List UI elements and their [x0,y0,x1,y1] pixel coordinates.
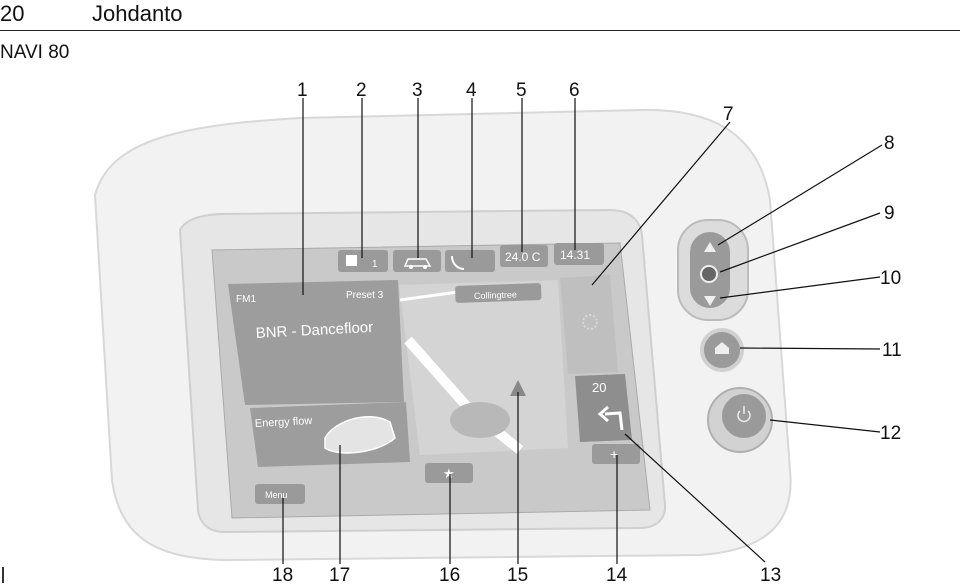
phone-icon [451,255,465,270]
callout-11: 11 [882,340,902,361]
energy-flow-tile[interactable]: Energy flow [250,402,410,467]
callout-17: 17 [329,565,350,586]
callout-8: 8 [884,133,895,154]
position-arrow-icon [510,380,526,396]
plus-label: + [610,446,618,462]
callout-18: 18 [272,565,293,586]
callout-5: 5 [516,80,527,101]
route-side-panel[interactable] [560,275,618,374]
callout-10: 10 [880,268,901,289]
center-select-button[interactable] [700,265,718,283]
callout-13: 13 [760,565,781,586]
vehicle-status-button[interactable] [393,250,441,272]
media-icon [346,255,357,266]
up-arrow-icon[interactable] [704,242,716,252]
callout-3: 3 [412,80,423,101]
page-number: 20 [0,1,25,26]
callout-4: 4 [466,80,477,101]
callout-1: 1 [297,80,308,101]
zoom-plus-button[interactable]: + [592,444,640,464]
callout-9: 9 [884,203,895,224]
chapter-title: Johdanto [92,1,183,26]
power-icon [737,406,751,423]
callout-6: 6 [569,80,580,101]
star-icon: ★ [443,466,455,481]
car-icon [403,258,432,267]
header-rule [0,30,960,31]
clock-value: 14.31 [560,248,590,262]
media-status-button[interactable]: 1 [338,250,388,272]
guidance-panel[interactable]: 20 [575,374,632,442]
callout-12: 12 [880,423,901,444]
temperature-button[interactable]: 24.0 C [500,245,548,267]
loading-icon [582,314,598,330]
callout-leaders [282,98,883,564]
map-view[interactable]: Collingtree [399,280,568,455]
favourites-button[interactable]: ★ [425,463,473,483]
margin-mark [2,567,4,583]
radio-preset: Preset 3 [346,290,384,301]
callout-7: 7 [723,104,734,125]
turn-left-arrow-icon [597,405,624,431]
phone-status-button[interactable] [445,250,495,272]
media-count: 1 [372,259,378,270]
menu-label: Menu [265,490,288,500]
radio-band: FM1 [236,294,256,305]
callout-15: 15 [507,565,528,586]
radio-station: BNR - Dancefloor [255,319,373,342]
clock-button[interactable]: 14.31 [554,243,604,265]
menu-button[interactable]: Menu [255,484,305,504]
callout-16: 16 [439,565,460,586]
car-illustration [324,416,396,454]
map-street-label: Collingtree [474,290,517,301]
energy-flow-label: Energy flow [255,415,313,430]
callout-2: 2 [356,80,367,101]
radio-tile[interactable]: FM1 Preset 3 BNR - Dancefloor [228,280,404,405]
section-heading: NAVI 80 [0,42,70,63]
down-arrow-icon[interactable] [704,296,716,306]
callout-14: 14 [606,565,628,586]
home-icon [715,342,729,354]
temperature-value: 24.0 C [505,250,541,264]
guidance-distance: 20 [592,380,606,395]
